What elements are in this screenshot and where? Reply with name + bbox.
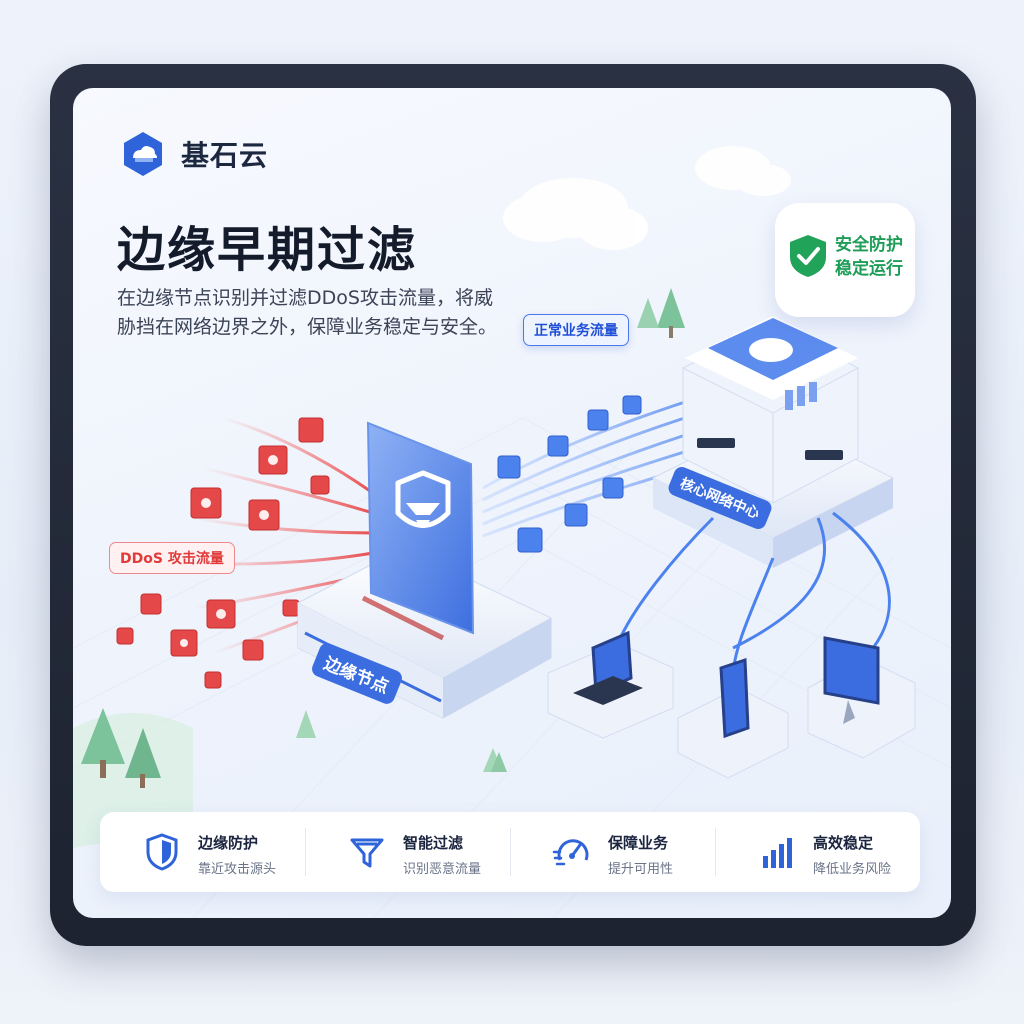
status-text: 安全防护 稳定运行 — [835, 233, 903, 281]
normal-traffic-label: 正常业务流量 — [523, 314, 629, 346]
brand: 基石云 — [117, 128, 268, 180]
feature-subtitle: 提升可用性 — [608, 862, 674, 877]
divider — [305, 828, 306, 876]
cloud-left — [503, 178, 648, 250]
shield-icon — [146, 833, 178, 871]
core-network-center — [651, 316, 895, 568]
feature-subtitle: 降低业务风险 — [813, 862, 892, 877]
phone-device — [677, 657, 789, 779]
check-shield-icon — [790, 235, 826, 277]
feature-title: 智能过滤 — [403, 834, 464, 852]
status-bubble: 安全防护 稳定运行 — [775, 203, 915, 317]
feature-subtitle: 靠近攻击源头 — [198, 862, 277, 877]
hexagon-cloud-logo-icon — [124, 132, 162, 176]
screen: 基石云 边缘早期过滤 在边缘节点识别并过滤DDoS攻击流量，将威胁挡在网络边界之… — [73, 88, 951, 918]
feature-service-assurance: 保障业务 提升可用性 — [510, 812, 715, 892]
cloud-right — [695, 146, 791, 196]
feature-bar: 边缘防护 靠近攻击源头 智能过滤 识别恶意流量 保障业务 提升可用性 — [100, 812, 920, 892]
page-title: 边缘早期过滤 — [117, 222, 418, 278]
feature-title: 边缘防护 — [198, 834, 259, 852]
feature-edge-protection: 边缘防护 靠近攻击源头 — [100, 812, 305, 892]
description: 在边缘节点识别并过滤DDoS攻击流量，将威胁挡在网络边界之外，保障业务稳定与安全… — [117, 287, 498, 338]
status-line-1: 安全防护 — [835, 235, 903, 255]
feature-title: 保障业务 — [608, 834, 669, 852]
ddos-traffic-label: DDoS 攻击流量 — [109, 542, 235, 574]
brand-name: 基石云 — [181, 139, 269, 172]
laptop-device — [547, 630, 674, 739]
feature-title: 高效稳定 — [813, 834, 874, 852]
feature-subtitle: 识别恶意流量 — [403, 862, 482, 877]
bar-chart-icon — [763, 838, 792, 868]
attack-packets — [116, 417, 330, 689]
divider — [510, 828, 511, 876]
feature-high-stability: 高效稳定 降低业务风险 — [715, 812, 920, 892]
trees — [81, 288, 685, 788]
monitor-device — [807, 636, 916, 759]
normal-packets — [497, 395, 642, 553]
gauge-icon — [552, 839, 589, 866]
divider — [715, 828, 716, 876]
feature-smart-filter: 智能过滤 识别恶意流量 — [305, 812, 510, 892]
status-line-2: 稳定运行 — [835, 259, 903, 279]
shield-panel — [366, 421, 475, 635]
funnel-icon — [350, 838, 384, 868]
